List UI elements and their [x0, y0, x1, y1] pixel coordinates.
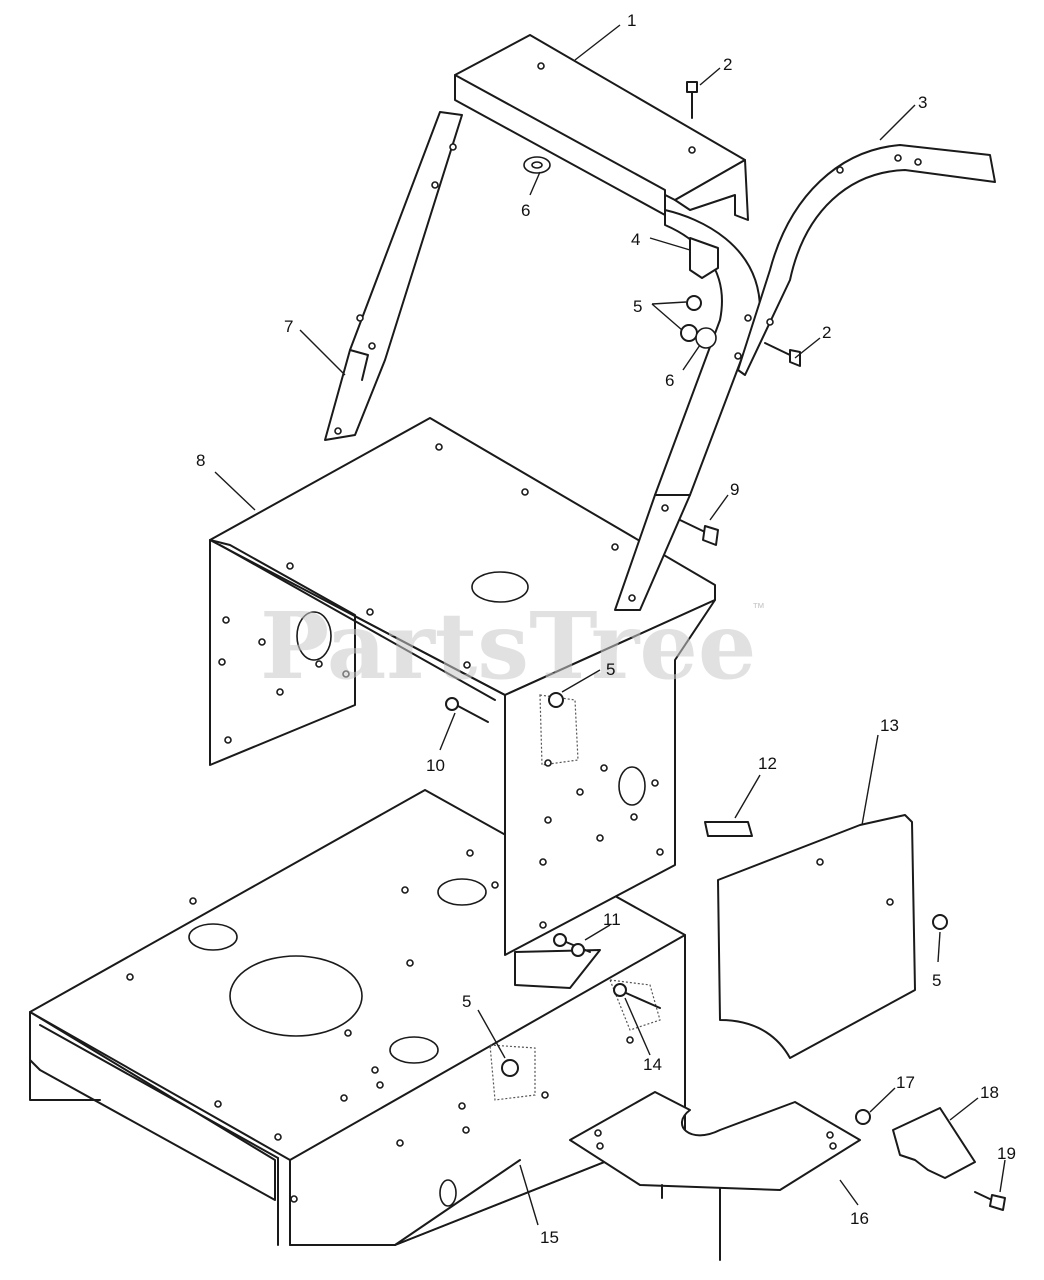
watermark: PartsTree ™: [260, 592, 765, 700]
watermark-text: PartsTree: [260, 592, 756, 700]
callout-8[interactable]: 8: [196, 451, 205, 470]
part-3-curved-handle[interactable]: [737, 144, 996, 376]
part-19-bolt[interactable]: [974, 1191, 1006, 1211]
callout-14[interactable]: 14: [643, 1055, 662, 1074]
callout-10[interactable]: 10: [426, 756, 445, 775]
callout-9[interactable]: 9: [730, 480, 739, 499]
callout-18[interactable]: 18: [980, 1083, 999, 1102]
part-14-bolt[interactable]: [613, 983, 661, 1009]
part-18-bracket[interactable]: [892, 1107, 976, 1179]
part-12-pin[interactable]: [704, 821, 753, 837]
callout-13[interactable]: 13: [880, 716, 899, 735]
callout-16[interactable]: 16: [850, 1209, 869, 1228]
part-8-main-housing[interactable]: [209, 417, 716, 956]
part-6-washer-top[interactable]: [523, 156, 551, 174]
right-handle-tube[interactable]: [614, 209, 761, 611]
part-17-nut[interactable]: [855, 1109, 871, 1125]
callout-6-top[interactable]: 6: [521, 201, 530, 220]
callout-5-shield[interactable]: 5: [932, 971, 941, 990]
callout-17[interactable]: 17: [896, 1073, 915, 1092]
part-1-top-bracket[interactable]: [454, 34, 749, 221]
callout-19[interactable]: 19: [997, 1144, 1016, 1163]
part-4-clip[interactable]: [689, 237, 719, 279]
part-5-nut-shield[interactable]: [932, 914, 948, 930]
callout-2-top[interactable]: 2: [723, 55, 732, 74]
leader-lines: [214, 24, 1006, 1226]
callout-3[interactable]: 3: [918, 93, 927, 112]
part-5-nut-housing[interactable]: [548, 692, 564, 708]
part-5-nuts-upper[interactable]: [680, 295, 702, 342]
part-16-plate[interactable]: [569, 1091, 861, 1261]
callout-1[interactable]: 1: [627, 11, 636, 30]
part-7-left-handle[interactable]: [324, 111, 463, 441]
callout-5-base[interactable]: 5: [462, 992, 471, 1011]
part-6-washer-lower[interactable]: [695, 327, 717, 349]
callout-11[interactable]: 11: [603, 910, 621, 929]
part-9-bolt[interactable]: [679, 519, 719, 546]
part-10-bolt[interactable]: [445, 697, 489, 723]
callout-5-housing[interactable]: 5: [606, 660, 615, 679]
callout-12[interactable]: 12: [758, 754, 777, 773]
callout-7[interactable]: 7: [284, 317, 293, 336]
callout-6-lower[interactable]: 6: [665, 371, 674, 390]
watermark-trademark: ™: [752, 600, 765, 615]
part-5-nut-base[interactable]: [501, 1059, 519, 1077]
part-13-side-shield[interactable]: [717, 814, 916, 1059]
part-11-bolt[interactable]: [553, 933, 591, 957]
callout-5-upper[interactable]: 5: [633, 297, 642, 316]
callout-labels: 1 2 3 6 4 5 6 7 2 8 9 5 10 12 13 11 5 5 …: [196, 11, 1016, 1247]
callout-15[interactable]: 15: [540, 1228, 559, 1247]
part-2-bolt-top[interactable]: [686, 81, 698, 119]
callout-2-side[interactable]: 2: [822, 323, 831, 342]
part-2-bolt-side[interactable]: [764, 342, 801, 367]
callout-4[interactable]: 4: [631, 230, 640, 249]
